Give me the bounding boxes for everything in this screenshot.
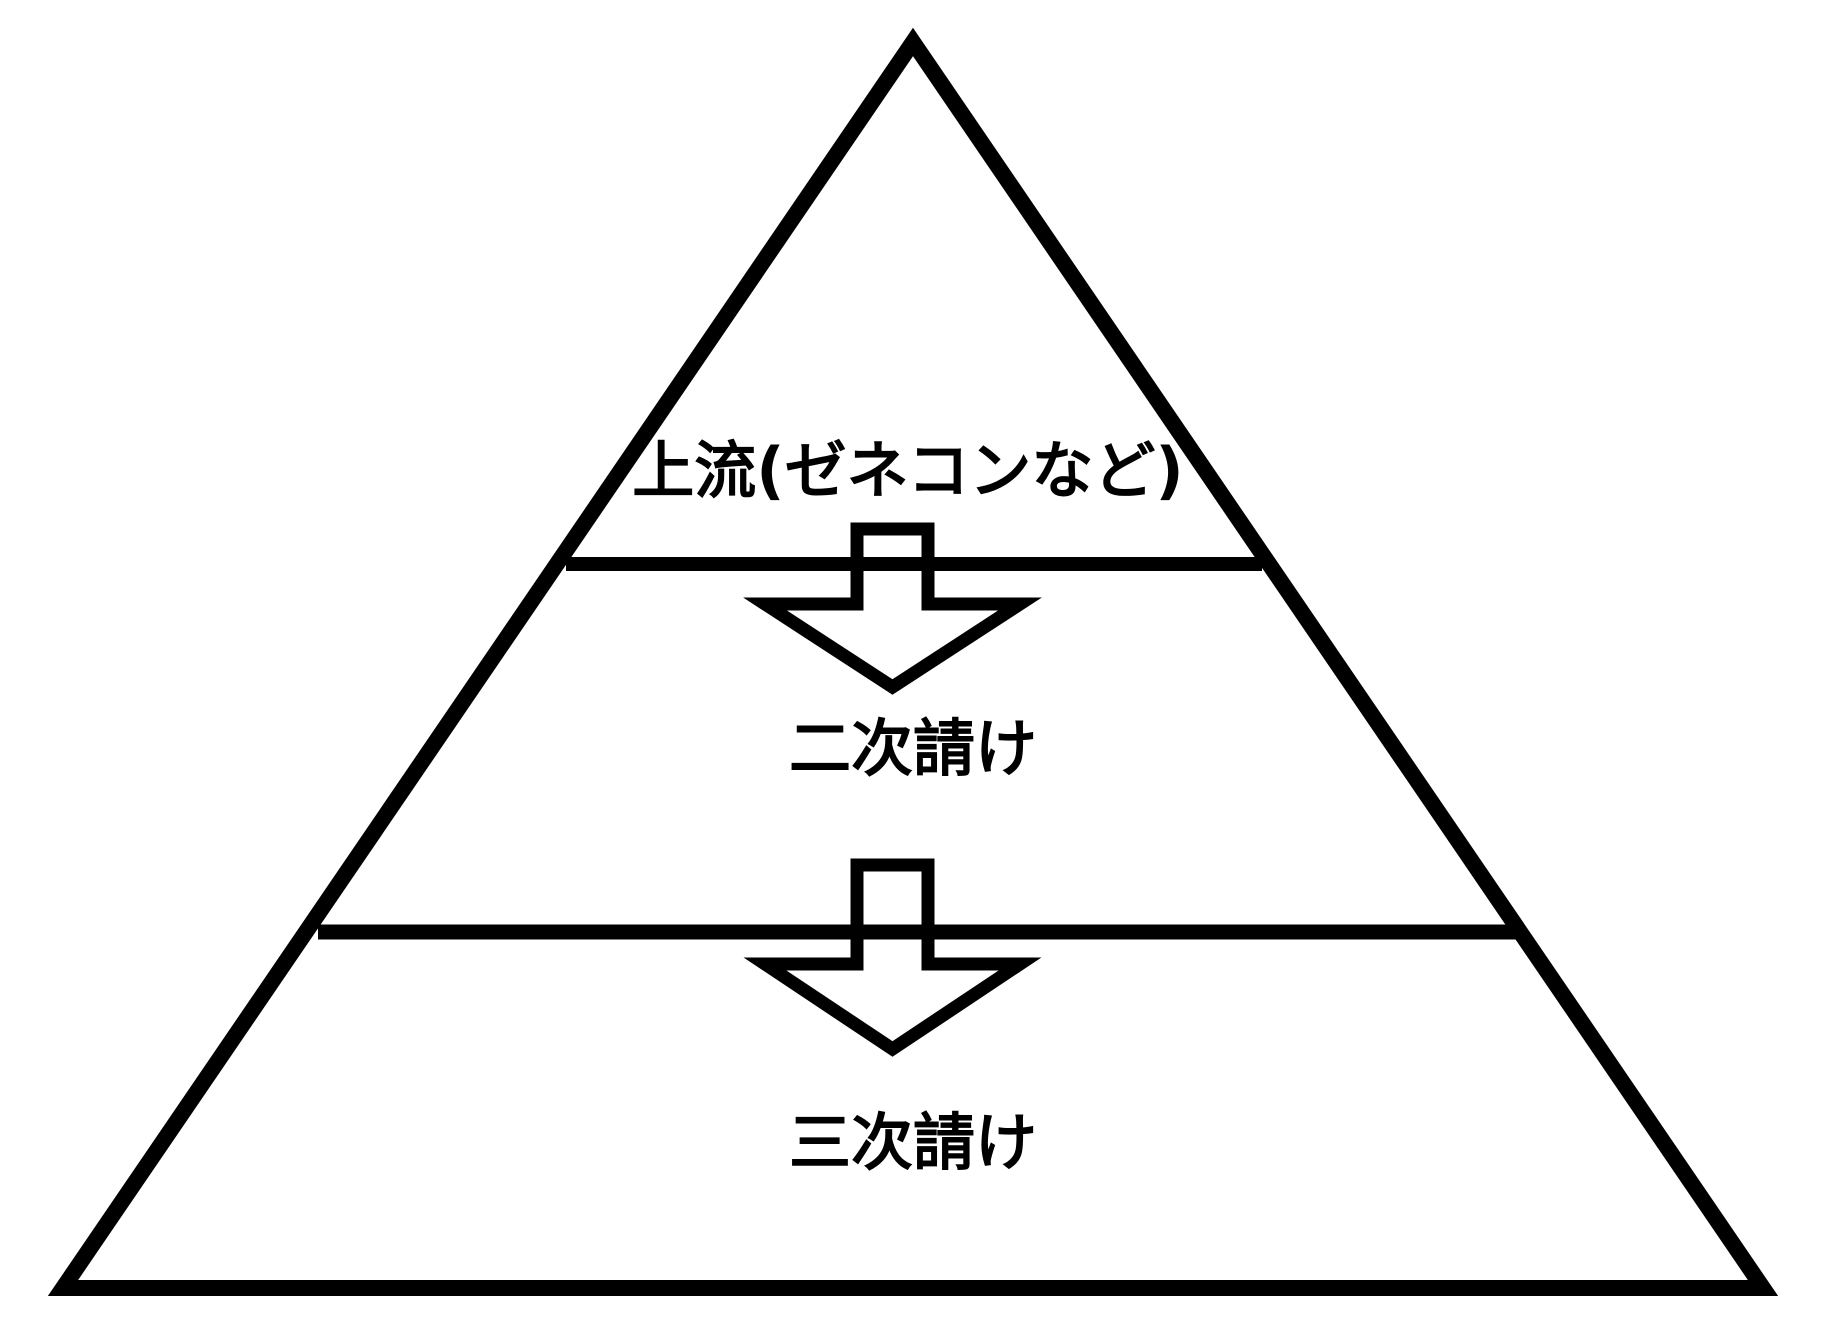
- tier-1-label: 上流(ゼネコンなど): [632, 434, 1183, 507]
- tier-2-label: 二次請け: [789, 712, 1037, 785]
- down-arrow-icon: [743, 858, 1042, 1057]
- tier-3-label: 三次請け: [789, 1106, 1037, 1179]
- down-arrow-icon: [743, 522, 1042, 695]
